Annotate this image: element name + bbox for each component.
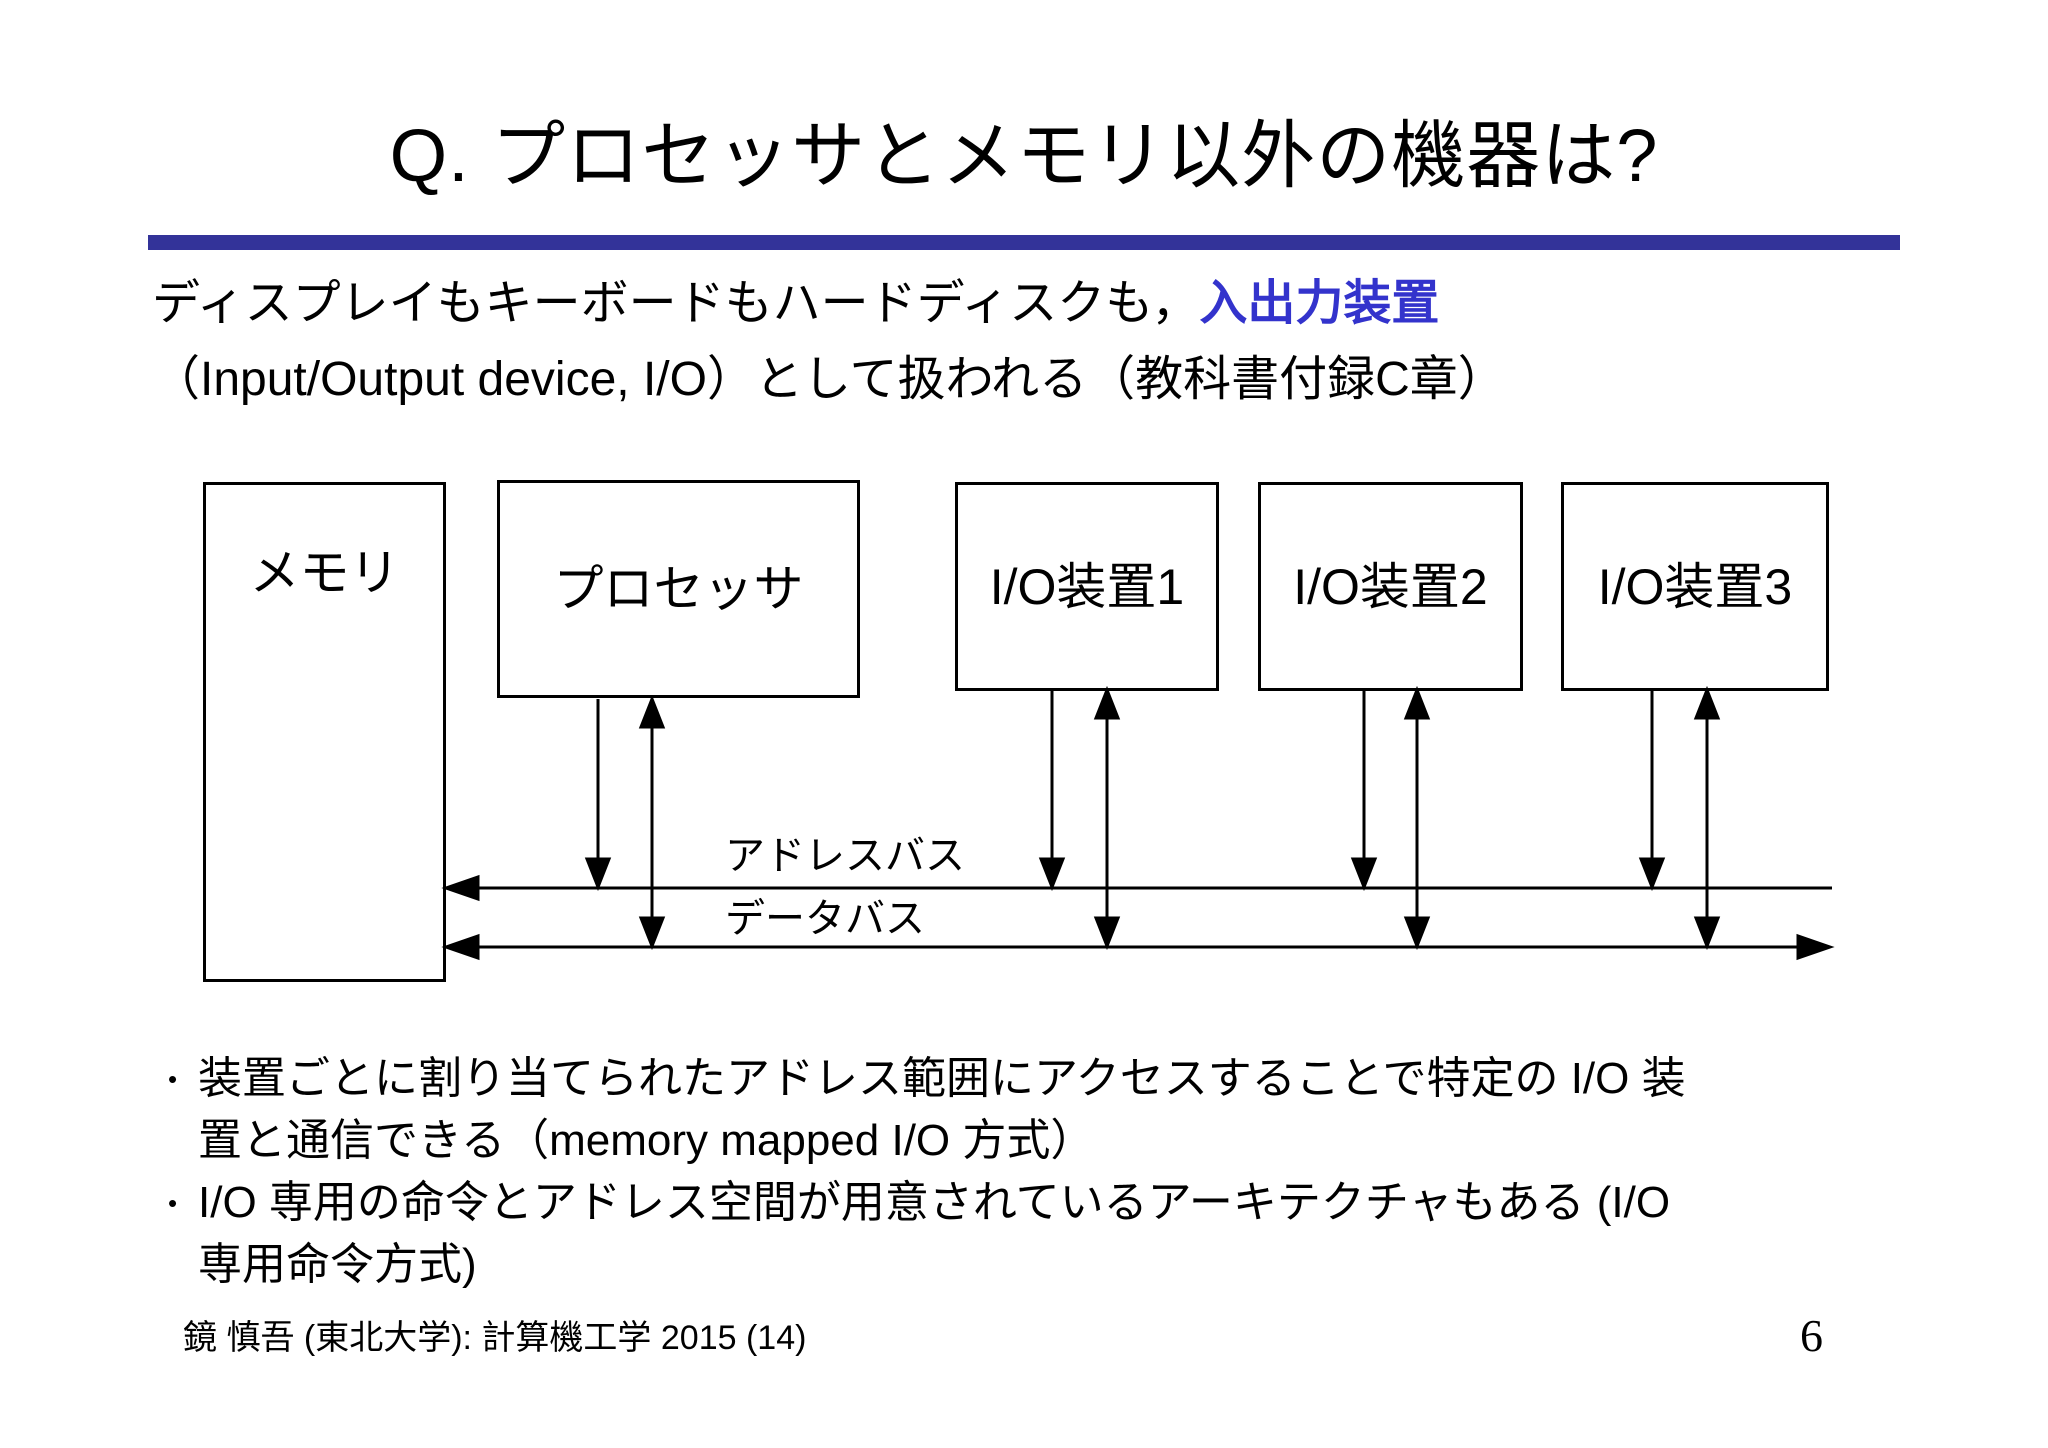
data-bus-line [441, 933, 1835, 961]
processor-box-label: プロセッサ [553, 561, 804, 617]
bullet-line: 専用命令方式) [198, 1240, 477, 1289]
title-underline-bar [148, 235, 1900, 250]
bullet-line: I/O 専用の命令とアドレス空間が用意されているアーキテクチャもある (I/O [198, 1178, 1671, 1227]
intro-line-1: ディスプレイもキーボードもハードディスクも，入出力装置 [152, 266, 1912, 342]
intro-highlight-text: 入出力装置 [1199, 277, 1440, 330]
data-bus-label: データバス [725, 897, 925, 941]
address-bus-line [441, 874, 1832, 902]
address-bus-label: アドレスバス [725, 834, 965, 878]
intro-line-1-text: ディスプレイもキーボードもハードディスクも， [152, 277, 1200, 330]
io-device-1-label: I/O装置1 [989, 558, 1185, 615]
page-number: 6 [1800, 1310, 1823, 1361]
processor-bus-arrows [584, 694, 666, 951]
io-device-3-box: I/O装置3 [1561, 482, 1829, 691]
data-bus-right-arrow [1796, 933, 1835, 961]
data-bus-left-arrow [441, 933, 480, 961]
io3-bus-arrows [1638, 685, 1721, 951]
bullet-line: 装置ごとに割り当てられたアドレス範囲にアクセスすることで特定の I/O 装 [198, 1054, 1686, 1103]
bullet-list: • 装置ごとに割り当てられたアドレス範囲にアクセスすることで特定の I/O 装 … [168, 1048, 1908, 1296]
bullet-item: • I/O 専用の命令とアドレス空間が用意されているアーキテクチャもある (I/… [168, 1172, 1908, 1296]
bullet-item: • 装置ごとに割り当てられたアドレス範囲にアクセスすることで特定の I/O 装 … [168, 1048, 1908, 1172]
memory-box-label: メモリ [249, 545, 400, 601]
io1-bus-arrows [1038, 685, 1121, 951]
io-device-2-box: I/O装置2 [1258, 482, 1523, 691]
bullet-text: 装置ごとに割り当てられたアドレス範囲にアクセスすることで特定の I/O 装 置と… [198, 1048, 1686, 1172]
io2-bus-arrows [1350, 685, 1431, 951]
address-bus-left-arrow [441, 874, 480, 902]
processor-box: プロセッサ [497, 480, 860, 698]
page-title: Q. プロセッサとメモリ以外の機器は? [389, 114, 1659, 197]
io-device-2-label: I/O装置2 [1293, 558, 1488, 615]
memory-box: メモリ [203, 482, 446, 982]
bullet-text: I/O 専用の命令とアドレス空間が用意されているアーキテクチャもある (I/O … [198, 1172, 1670, 1296]
io-device-1-box: I/O装置1 [955, 482, 1219, 691]
bullet-marker: • [168, 1188, 178, 1218]
footer-credit: 鏡 慎吾 (東北大学): 計算機工学 2015 (14) [183, 1319, 807, 1357]
intro-paragraph: ディスプレイもキーボードもハードディスクも，入出力装置 （Input/Outpu… [152, 266, 1912, 418]
bullet-marker: • [168, 1064, 178, 1094]
io-device-3-label: I/O装置3 [1597, 558, 1793, 615]
bullet-line: 置と通信できる（memory mapped I/O 方式） [198, 1116, 1095, 1165]
intro-line-2: （Input/Output device, I/O）として扱われる（教科書付録C… [152, 353, 1506, 406]
